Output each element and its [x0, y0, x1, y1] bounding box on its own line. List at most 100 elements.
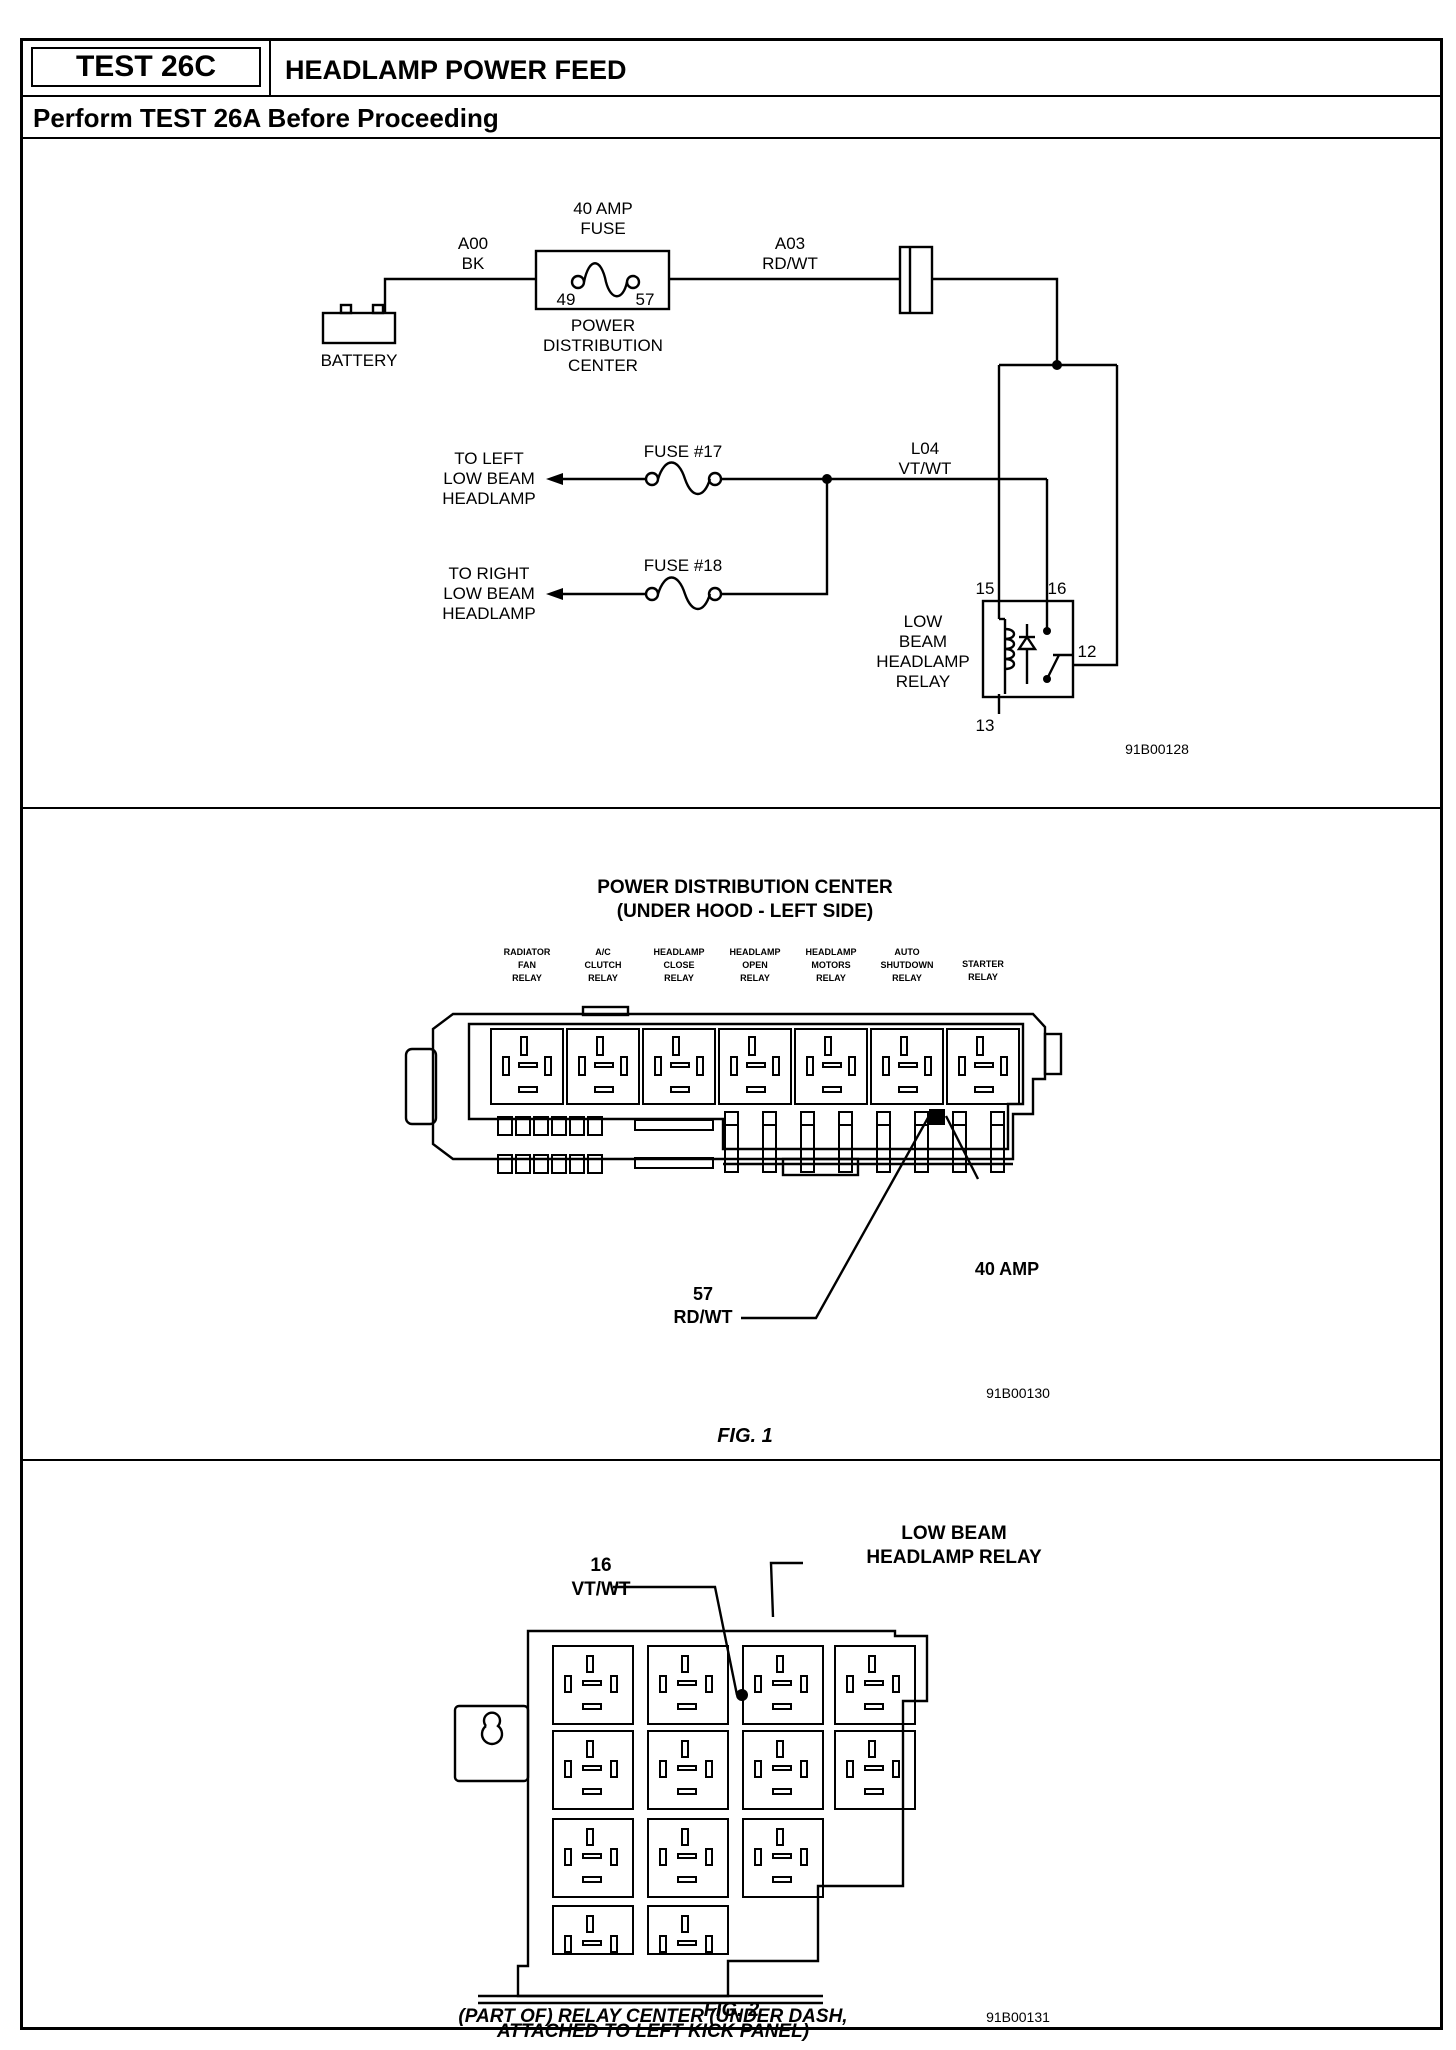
- pdc-relay-label: RELAY: [588, 973, 618, 983]
- wire-a00-color: BK: [462, 254, 485, 273]
- pdc-cartridge-fuse: [724, 1111, 739, 1173]
- pdc-relay-label: CLUTCH: [585, 960, 622, 970]
- fuse-18-label: FUSE #18: [644, 556, 722, 575]
- pdc-relay-socket: [566, 1028, 640, 1105]
- test-id-cell: TEST 26C: [23, 41, 271, 95]
- pdc-relay-label: RELAY: [892, 973, 922, 983]
- pdc-cartridge-fuse: [876, 1111, 891, 1173]
- relay-label-1: LOW: [904, 612, 943, 631]
- pdc-relay-socket: [490, 1028, 564, 1105]
- pdc-cartridge-fuse: [952, 1111, 967, 1173]
- pdc-relay-label: AUTO: [894, 947, 919, 957]
- pdc-relay-label: RELAY: [664, 973, 694, 983]
- pdc-relay-label: A/C: [595, 947, 611, 957]
- battery-label: BATTERY: [321, 351, 398, 370]
- relay-pin-16-color: VT/WT: [571, 1579, 630, 1600]
- relay-socket: [647, 1645, 729, 1725]
- wire-a00-label: A00: [458, 234, 488, 253]
- fuse-17-label: FUSE #17: [644, 442, 722, 461]
- pdc-mini-fuse: [569, 1116, 585, 1136]
- pdc-mini-fuse: [551, 1116, 567, 1136]
- pdc-cartridge-fuse: [990, 1111, 1005, 1173]
- relay-center-diagram: 16 VT/WT LOW BEAM HEADLAMP RELAY (PART O…: [453, 1523, 1050, 2027]
- pdc-relay-label: RADIATOR: [504, 947, 551, 957]
- pdc-title-2: (UNDER HOOD - LEFT SIDE): [617, 901, 874, 922]
- schematic-fig-code: 91B00128: [1125, 741, 1189, 757]
- pdc-relay-label: CLOSE: [663, 960, 694, 970]
- mount-hole-icon: [480, 1711, 504, 1746]
- low-beam-relay-label-1: LOW BEAM: [901, 1523, 1007, 1544]
- pdc-label-2: DISTRIBUTION: [543, 336, 663, 355]
- left-headlamp-label-1: TO LEFT: [454, 449, 524, 468]
- pdc-mini-fuse: [533, 1116, 549, 1136]
- pdc-maxi-fuse: [634, 1157, 714, 1169]
- pdc-relay-label: STARTER: [962, 959, 1004, 969]
- fig1-panel: POWER DISTRIBUTION CENTER (UNDER HOOD - …: [23, 809, 1440, 1459]
- pdc-relay-socket: [718, 1028, 792, 1105]
- relay-socket: [647, 1730, 729, 1810]
- relay-label-4: RELAY: [896, 672, 951, 691]
- pdc-mini-fuse: [587, 1154, 603, 1174]
- divider-2: [23, 1459, 1440, 1461]
- fig2-panel: 16 VT/WT LOW BEAM HEADLAMP RELAY (PART O…: [23, 1461, 1440, 2042]
- divider-1: [23, 807, 1440, 809]
- prerequisite-note: Perform TEST 26A Before Proceeding: [33, 103, 499, 133]
- pdc-relay-label: FAN: [518, 960, 536, 970]
- pdc-cartridge-fuse: [838, 1111, 853, 1173]
- pin-57: 57: [636, 290, 655, 309]
- schematic-panel: A00 BK 40 AMP FUSE A03 RD/WT 49 57 POWER…: [23, 139, 1440, 809]
- pdc-relay-label: SHUTDOWN: [881, 960, 934, 970]
- pdc-housing: [431, 1012, 1047, 1161]
- pin-49: 49: [557, 290, 576, 309]
- pdc-mini-fuse: [497, 1154, 513, 1174]
- pdc-relay-label: HEADLAMP: [806, 947, 857, 957]
- pdc-relay-label: MOTORS: [811, 960, 850, 970]
- relay-center-housing: [516, 1629, 929, 1998]
- relay-socket: [647, 1905, 729, 1955]
- relay-label-2: BEAM: [899, 632, 947, 651]
- headlamp-schematic: A00 BK 40 AMP FUSE A03 RD/WT 49 57 POWER…: [321, 199, 1190, 757]
- header-row: TEST 26C HEADLAMP POWER FEED: [23, 41, 1440, 97]
- relay-socket: [552, 1818, 634, 1898]
- test-id: TEST 26C: [31, 47, 261, 87]
- relay-socket: [834, 1730, 916, 1810]
- pdc-diagram: POWER DISTRIBUTION CENTER (UNDER HOOD - …: [404, 877, 1063, 1447]
- pdc-relay-label: OPEN: [742, 960, 768, 970]
- pdc-label-3: CENTER: [568, 356, 638, 375]
- wire-a03-color: RD/WT: [762, 254, 818, 273]
- fig2-code: 91B00131: [986, 2009, 1050, 2025]
- pdc-relay-label: RELAY: [968, 972, 998, 982]
- wire-pin-57-label: 57: [693, 1284, 713, 1304]
- pdc-mini-fuse: [551, 1154, 567, 1174]
- relay-socket: [834, 1645, 916, 1725]
- wire-l04-label: L04: [911, 439, 939, 458]
- pdc-relay-socket: [870, 1028, 944, 1105]
- pdc-mini-fuse: [515, 1116, 531, 1136]
- pdc-relay-label: RELAY: [512, 973, 542, 983]
- pdc-relay-label: RELAY: [740, 973, 770, 983]
- right-headlamp-label-1: TO RIGHT: [449, 564, 530, 583]
- relay-socket: [552, 1905, 634, 1955]
- pdc-mini-fuse: [587, 1116, 603, 1136]
- battery-icon: [321, 311, 397, 345]
- low-beam-relay-symbol: [981, 599, 1075, 699]
- relay-pin-16-label: 16: [590, 1555, 611, 1576]
- pdc-label-1: POWER: [571, 316, 635, 335]
- pdc-cartridge-fuse: [800, 1111, 815, 1173]
- relay-socket: [552, 1645, 634, 1725]
- test-sheet: TEST 26C HEADLAMP POWER FEED Perform TES…: [20, 38, 1443, 2042]
- pdc-relay-label: HEADLAMP: [730, 947, 781, 957]
- low-beam-relay-label-2: HEADLAMP RELAY: [866, 1547, 1042, 1568]
- pdc-maxi-fuse: [634, 1119, 714, 1131]
- pdc-relay-label: HEADLAMP: [654, 947, 705, 957]
- relay-pin-16: 16: [1048, 579, 1067, 598]
- relay-pin-12: 12: [1078, 642, 1097, 661]
- fig1-code: 91B00130: [986, 1385, 1050, 1401]
- pdc-mini-fuse: [569, 1154, 585, 1174]
- amp-40-label: 40 AMP: [975, 1259, 1039, 1279]
- pdc-title-1: POWER DISTRIBUTION CENTER: [597, 877, 893, 898]
- relay-center-caption-1: (PART OF) RELAY CENTER (UNDER DASH,: [458, 2006, 847, 2027]
- wire-l04-color: VT/WT: [899, 459, 952, 478]
- relay-pin-13: 13: [976, 716, 995, 735]
- fuse-40a-label: 40 AMP: [573, 199, 633, 218]
